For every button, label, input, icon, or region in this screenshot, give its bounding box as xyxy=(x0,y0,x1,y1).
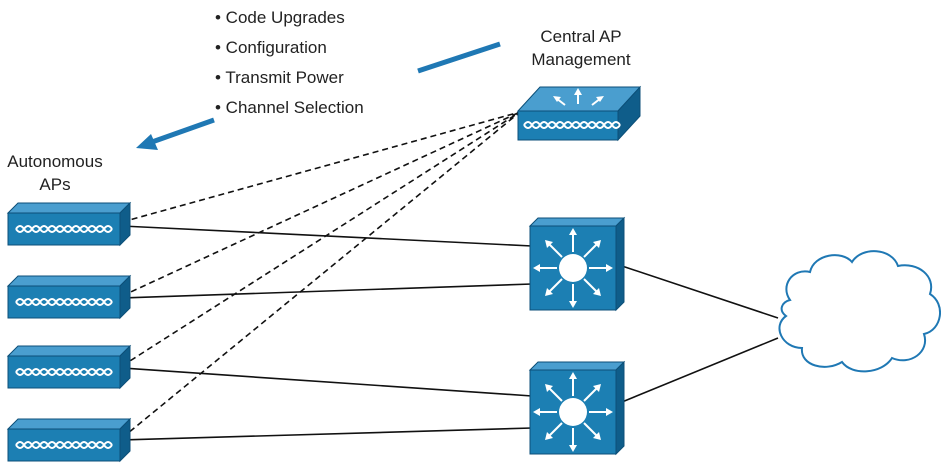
central-ap-management-label: Central AP Management xyxy=(506,25,656,71)
central-label-line2: Management xyxy=(531,50,631,69)
feature-list: • Code Upgrades • Configuration • Transm… xyxy=(215,3,364,123)
arrow-line xyxy=(151,117,215,145)
wired-link xyxy=(121,427,533,441)
management-link xyxy=(121,111,521,223)
management-link xyxy=(121,111,521,439)
management-link xyxy=(121,111,521,297)
wired-link xyxy=(621,265,779,319)
autonomous-label-line1: Autonomous xyxy=(7,152,103,171)
wired-link xyxy=(121,283,533,299)
autonomous-ap-1 xyxy=(8,203,130,245)
autonomous-ap-3 xyxy=(8,346,130,388)
upload-arrows-icon xyxy=(553,88,604,106)
arrow-line xyxy=(417,41,501,74)
management-links xyxy=(121,111,521,439)
wired-links xyxy=(121,225,779,441)
autonomous-ap-2 xyxy=(8,276,130,318)
feature-item: • Code Upgrades xyxy=(215,8,345,27)
autonomous-ap-4 xyxy=(8,419,130,461)
feature-item: • Channel Selection xyxy=(215,98,364,117)
wired-link xyxy=(621,337,779,403)
feature-item: • Configuration xyxy=(215,38,327,57)
pointer-arrows xyxy=(136,41,501,150)
switch-lower xyxy=(529,361,625,455)
wired-link xyxy=(121,367,533,397)
management-link xyxy=(121,111,521,367)
arrowhead xyxy=(136,134,158,150)
switch-upper xyxy=(529,217,625,311)
central-label-line1: Central AP xyxy=(540,27,622,46)
autonomous-aps-label: Autonomous APs xyxy=(0,150,110,196)
wired-link xyxy=(121,225,533,247)
network-cloud xyxy=(778,250,941,373)
autonomous-label-line2: APs xyxy=(39,175,71,194)
feature-item: • Transmit Power xyxy=(215,68,344,87)
central-ap-management-device xyxy=(516,85,642,142)
